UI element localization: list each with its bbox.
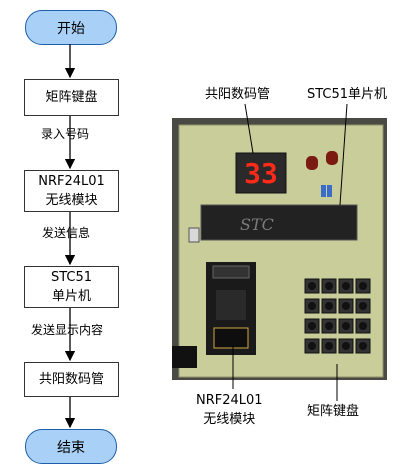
keypad-button-cap [342,302,350,310]
mcu-step-label: STC51 单片机 [50,270,93,304]
keypad-button-cap [359,282,367,290]
photo-label-mcu: STC51单片机 [307,87,388,102]
photo-label-keypad: 矩阵键盘 [307,404,360,419]
mcu-step: STC51 单片机 [24,266,119,308]
keypad-button-cap [359,342,367,350]
keypad-button-cap [308,322,316,330]
keypad-button-cap [342,322,350,330]
keypad-button-cap [325,302,333,310]
keypad-button-cap [359,322,367,330]
photo-label-radio: NRF24L01 无线模块 [196,393,263,427]
display-step-label: 共阳数码管 [38,372,104,387]
keypad-button-cap [325,282,333,290]
edge-label-send-info: 发送信息 [42,226,91,240]
edge-label-enter-number: 录入号码 [41,127,90,141]
edge-label-send-display: 发送显示内容 [31,323,104,337]
keypad-buttons [304,278,371,354]
keypad-button-cap [342,342,350,350]
keypad-button-cap [308,302,316,310]
nrf-step-label: NRF24L01 无线模块 [38,174,105,208]
keypad-button-cap [359,302,367,310]
digit-readout: 33 [244,157,278,190]
keypad-button-cap [342,282,350,290]
start-terminal: 开始 [25,10,117,45]
keypad-step: 矩阵键盘 [24,79,119,116]
nrf-step: NRF24L01 无线模块 [24,170,119,212]
photo-label-display: 共阳数码管 [205,87,271,102]
end-terminal: 结束 [25,429,117,464]
keypad-button-cap [308,342,316,350]
keypad-button-cap [325,322,333,330]
start-label: 开始 [57,20,85,37]
stc51-chip: STC [200,204,358,241]
keypad-button-cap [325,342,333,350]
keypad-step-label: 矩阵键盘 [45,90,98,105]
transistors [306,151,338,197]
keypad-button-cap [308,282,316,290]
chip-print: STC [240,215,274,234]
seven-segment-display: 33 [235,152,287,194]
display-step: 共阳数码管 [24,362,119,397]
nrf24l01-module [206,262,256,355]
end-label: 结束 [57,439,85,456]
